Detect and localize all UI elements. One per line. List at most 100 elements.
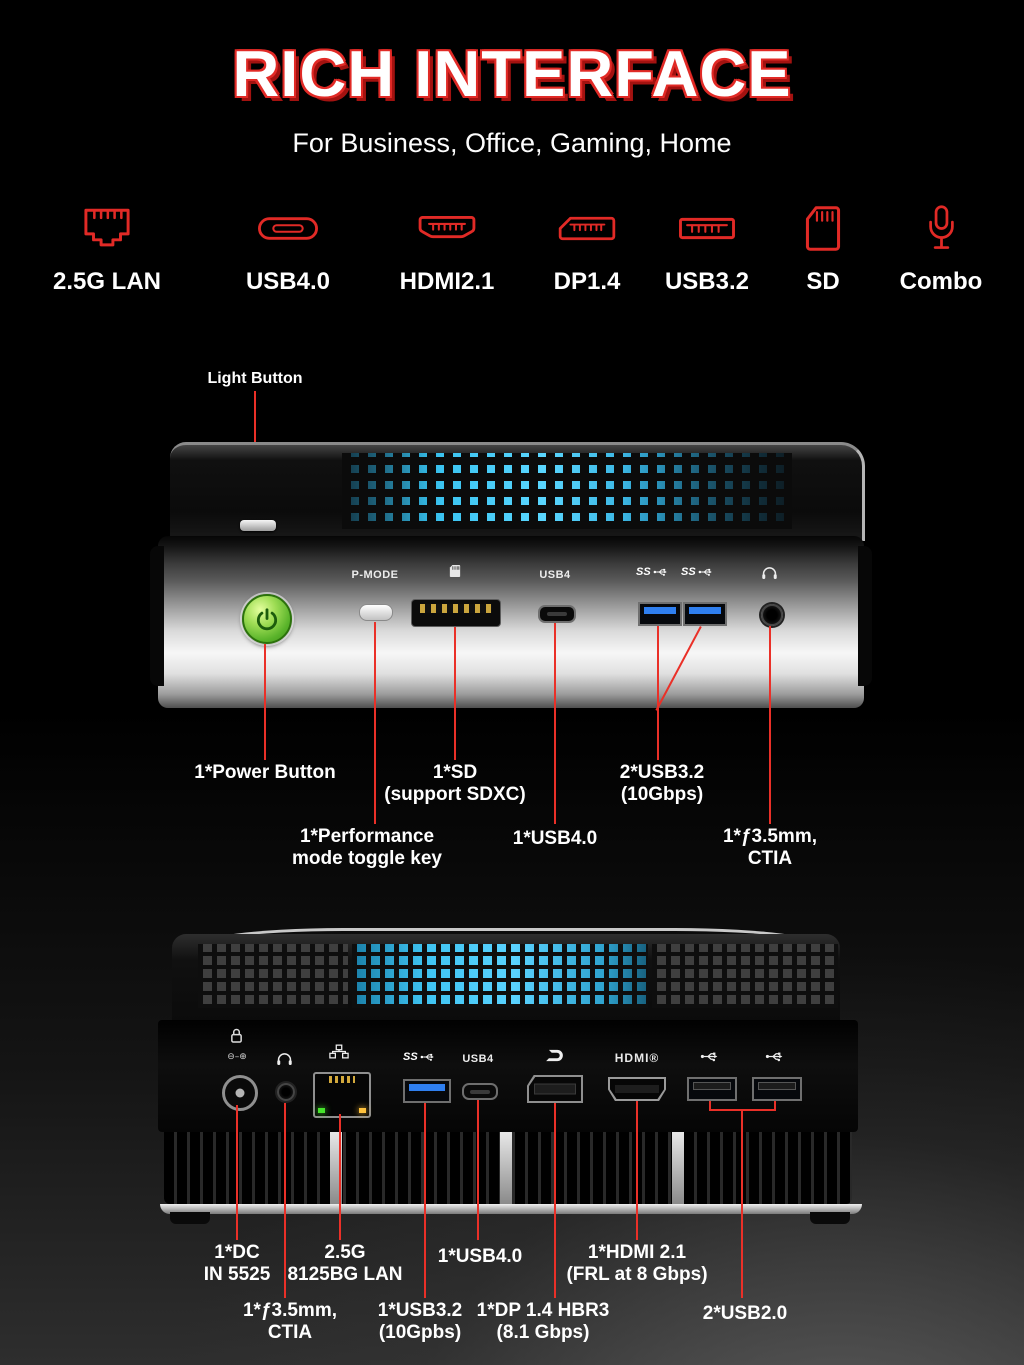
interface-label: USB3.2 — [664, 268, 750, 295]
page-title: RICH INTERFACE — [232, 37, 792, 110]
callout-line-audio-rear — [284, 1103, 286, 1298]
callout-pmode: 1*Performance mode toggle key — [292, 826, 442, 869]
callout-usb4-rear: 1*USB4.0 — [437, 1246, 523, 1267]
device-foot — [810, 1212, 850, 1224]
callout-power: 1*Power Button — [194, 762, 336, 783]
device-foot — [170, 1212, 210, 1224]
callout-line-usb4-rear — [477, 1100, 479, 1240]
displayport-icon — [557, 198, 617, 258]
superspeed-logo: SS — [636, 566, 668, 578]
dp-logo-icon — [545, 1049, 564, 1067]
superspeed-trident-icon — [420, 1053, 434, 1061]
callout-usb20: 2*USB2.0 — [702, 1303, 788, 1324]
light-button — [240, 520, 276, 531]
top-panel-rear — [172, 934, 840, 1022]
interface-label: 2.5G LAN — [52, 268, 162, 295]
superspeed-label: SS — [636, 566, 651, 578]
ethernet-pins — [329, 1076, 355, 1083]
grill-separator — [672, 1132, 684, 1204]
hdmi-slot — [615, 1085, 659, 1093]
superspeed-label: SS — [403, 1051, 418, 1063]
power-icon — [256, 608, 278, 631]
sd-card-icon — [804, 198, 842, 258]
ethernet-led-green — [318, 1108, 325, 1113]
superspeed-trident-icon — [653, 568, 667, 576]
interface-item-usb4: USB4.0 — [213, 198, 363, 296]
interface-item-dp: DP1.4 — [512, 198, 662, 296]
vent-grid-lit — [352, 944, 648, 1008]
usb4-label-front: USB4 — [539, 569, 571, 581]
ethernet-port-icon — [80, 198, 134, 258]
power-button — [242, 594, 292, 644]
callout-hdmi: 1*HDMI 2.1 (FRL at 8 Gbps) — [566, 1242, 708, 1285]
page-subtitle: For Business, Office, Gaming, Home — [292, 128, 732, 158]
callout-usb4-front: 1*USB4.0 — [512, 828, 598, 849]
led-matrix-fade — [342, 453, 792, 529]
mic-combo-icon — [925, 198, 958, 258]
superspeed-label: SS — [681, 566, 696, 578]
device-left-cap — [150, 546, 164, 686]
interface-label: Combo — [899, 268, 983, 295]
mini-pc-front-view: P-MODE USB4 SS SS — [150, 442, 872, 720]
callout-audio-rear: 1*ƒ3.5mm, CTIA — [242, 1300, 337, 1343]
interface-item-hdmi: HDMI2.1 — [372, 198, 522, 296]
callout-line-usb32 — [657, 626, 659, 760]
usb32-port-2 — [683, 602, 727, 626]
dc-polarity-icon: ⊖–⊕ — [227, 1052, 247, 1062]
hdmi-port — [608, 1077, 666, 1101]
callout-dp: 1*DP 1.4 HBR3 (8.1 Gbps) — [476, 1300, 610, 1343]
interface-item-lan: 2.5G LAN — [32, 198, 182, 296]
usb4-port-front — [538, 605, 576, 623]
interface-label: DP1.4 — [553, 268, 621, 295]
audio-jack-front — [761, 604, 783, 626]
grill-separator — [500, 1132, 512, 1204]
top-panel — [170, 442, 865, 541]
light-button-callout-label: Light Button — [207, 370, 303, 387]
usb-trident-icon — [700, 1049, 719, 1067]
headphone-icon — [761, 566, 778, 585]
callout-line-pmode — [374, 622, 376, 824]
interface-label: USB4.0 — [245, 268, 331, 295]
usb4-port-rear — [462, 1083, 498, 1100]
callout-dc: 1*DC IN 5525 — [203, 1242, 271, 1285]
mini-pc-rear-view: ⊖–⊕ SS — [150, 928, 872, 1224]
callout-lan: 2.5G 8125BG LAN — [287, 1242, 403, 1285]
callout-usb32-front: 2*USB3.2 (10Gbps) — [619, 762, 705, 805]
displayport-slot — [534, 1083, 576, 1095]
callout-line-dp — [554, 1103, 556, 1298]
callout-line-hdmi — [636, 1101, 638, 1240]
pmode-label: P-MODE — [351, 569, 399, 581]
usb20-port-2 — [752, 1077, 802, 1101]
dc-in-jack — [222, 1075, 258, 1111]
base-strip — [160, 1204, 862, 1214]
audio-jack-rear — [277, 1083, 295, 1101]
callout-line-usb32-rear — [424, 1103, 426, 1298]
usb-trident-icon — [765, 1049, 784, 1067]
callout-audio-front: 1*ƒ3.5mm, CTIA — [722, 826, 817, 869]
usb-c-port-icon — [257, 198, 319, 258]
usb20-port-1 — [687, 1077, 737, 1101]
vent-grid-right — [652, 944, 838, 1008]
callout-line-sd — [454, 627, 456, 760]
interface-item-sd: SD — [748, 198, 898, 296]
callout-line-dc — [236, 1105, 238, 1240]
performance-mode-key — [359, 604, 393, 621]
callout-line-power — [264, 644, 266, 760]
callout-line-usb20-stub — [774, 1101, 776, 1111]
hdmi-port-icon — [416, 198, 478, 258]
callout-line-audio-front — [769, 626, 771, 824]
hdmi-logo: HDMI® — [614, 1051, 660, 1065]
superspeed-trident-icon — [698, 568, 712, 576]
interface-item-combo: Combo — [866, 198, 1016, 296]
usb32-port-1 — [638, 602, 682, 626]
superspeed-logo: SS — [403, 1051, 435, 1063]
ethernet-icon — [329, 1044, 349, 1064]
interface-label: SD — [806, 268, 840, 295]
callout-line-lan — [339, 1114, 341, 1240]
callout-line-usb20 — [741, 1109, 743, 1298]
interface-label: HDMI2.1 — [399, 268, 495, 295]
usb4-label-rear: USB4 — [462, 1053, 494, 1065]
interface-item-usb32: USB3.2 — [632, 198, 782, 296]
usb32-port-rear — [403, 1079, 451, 1103]
